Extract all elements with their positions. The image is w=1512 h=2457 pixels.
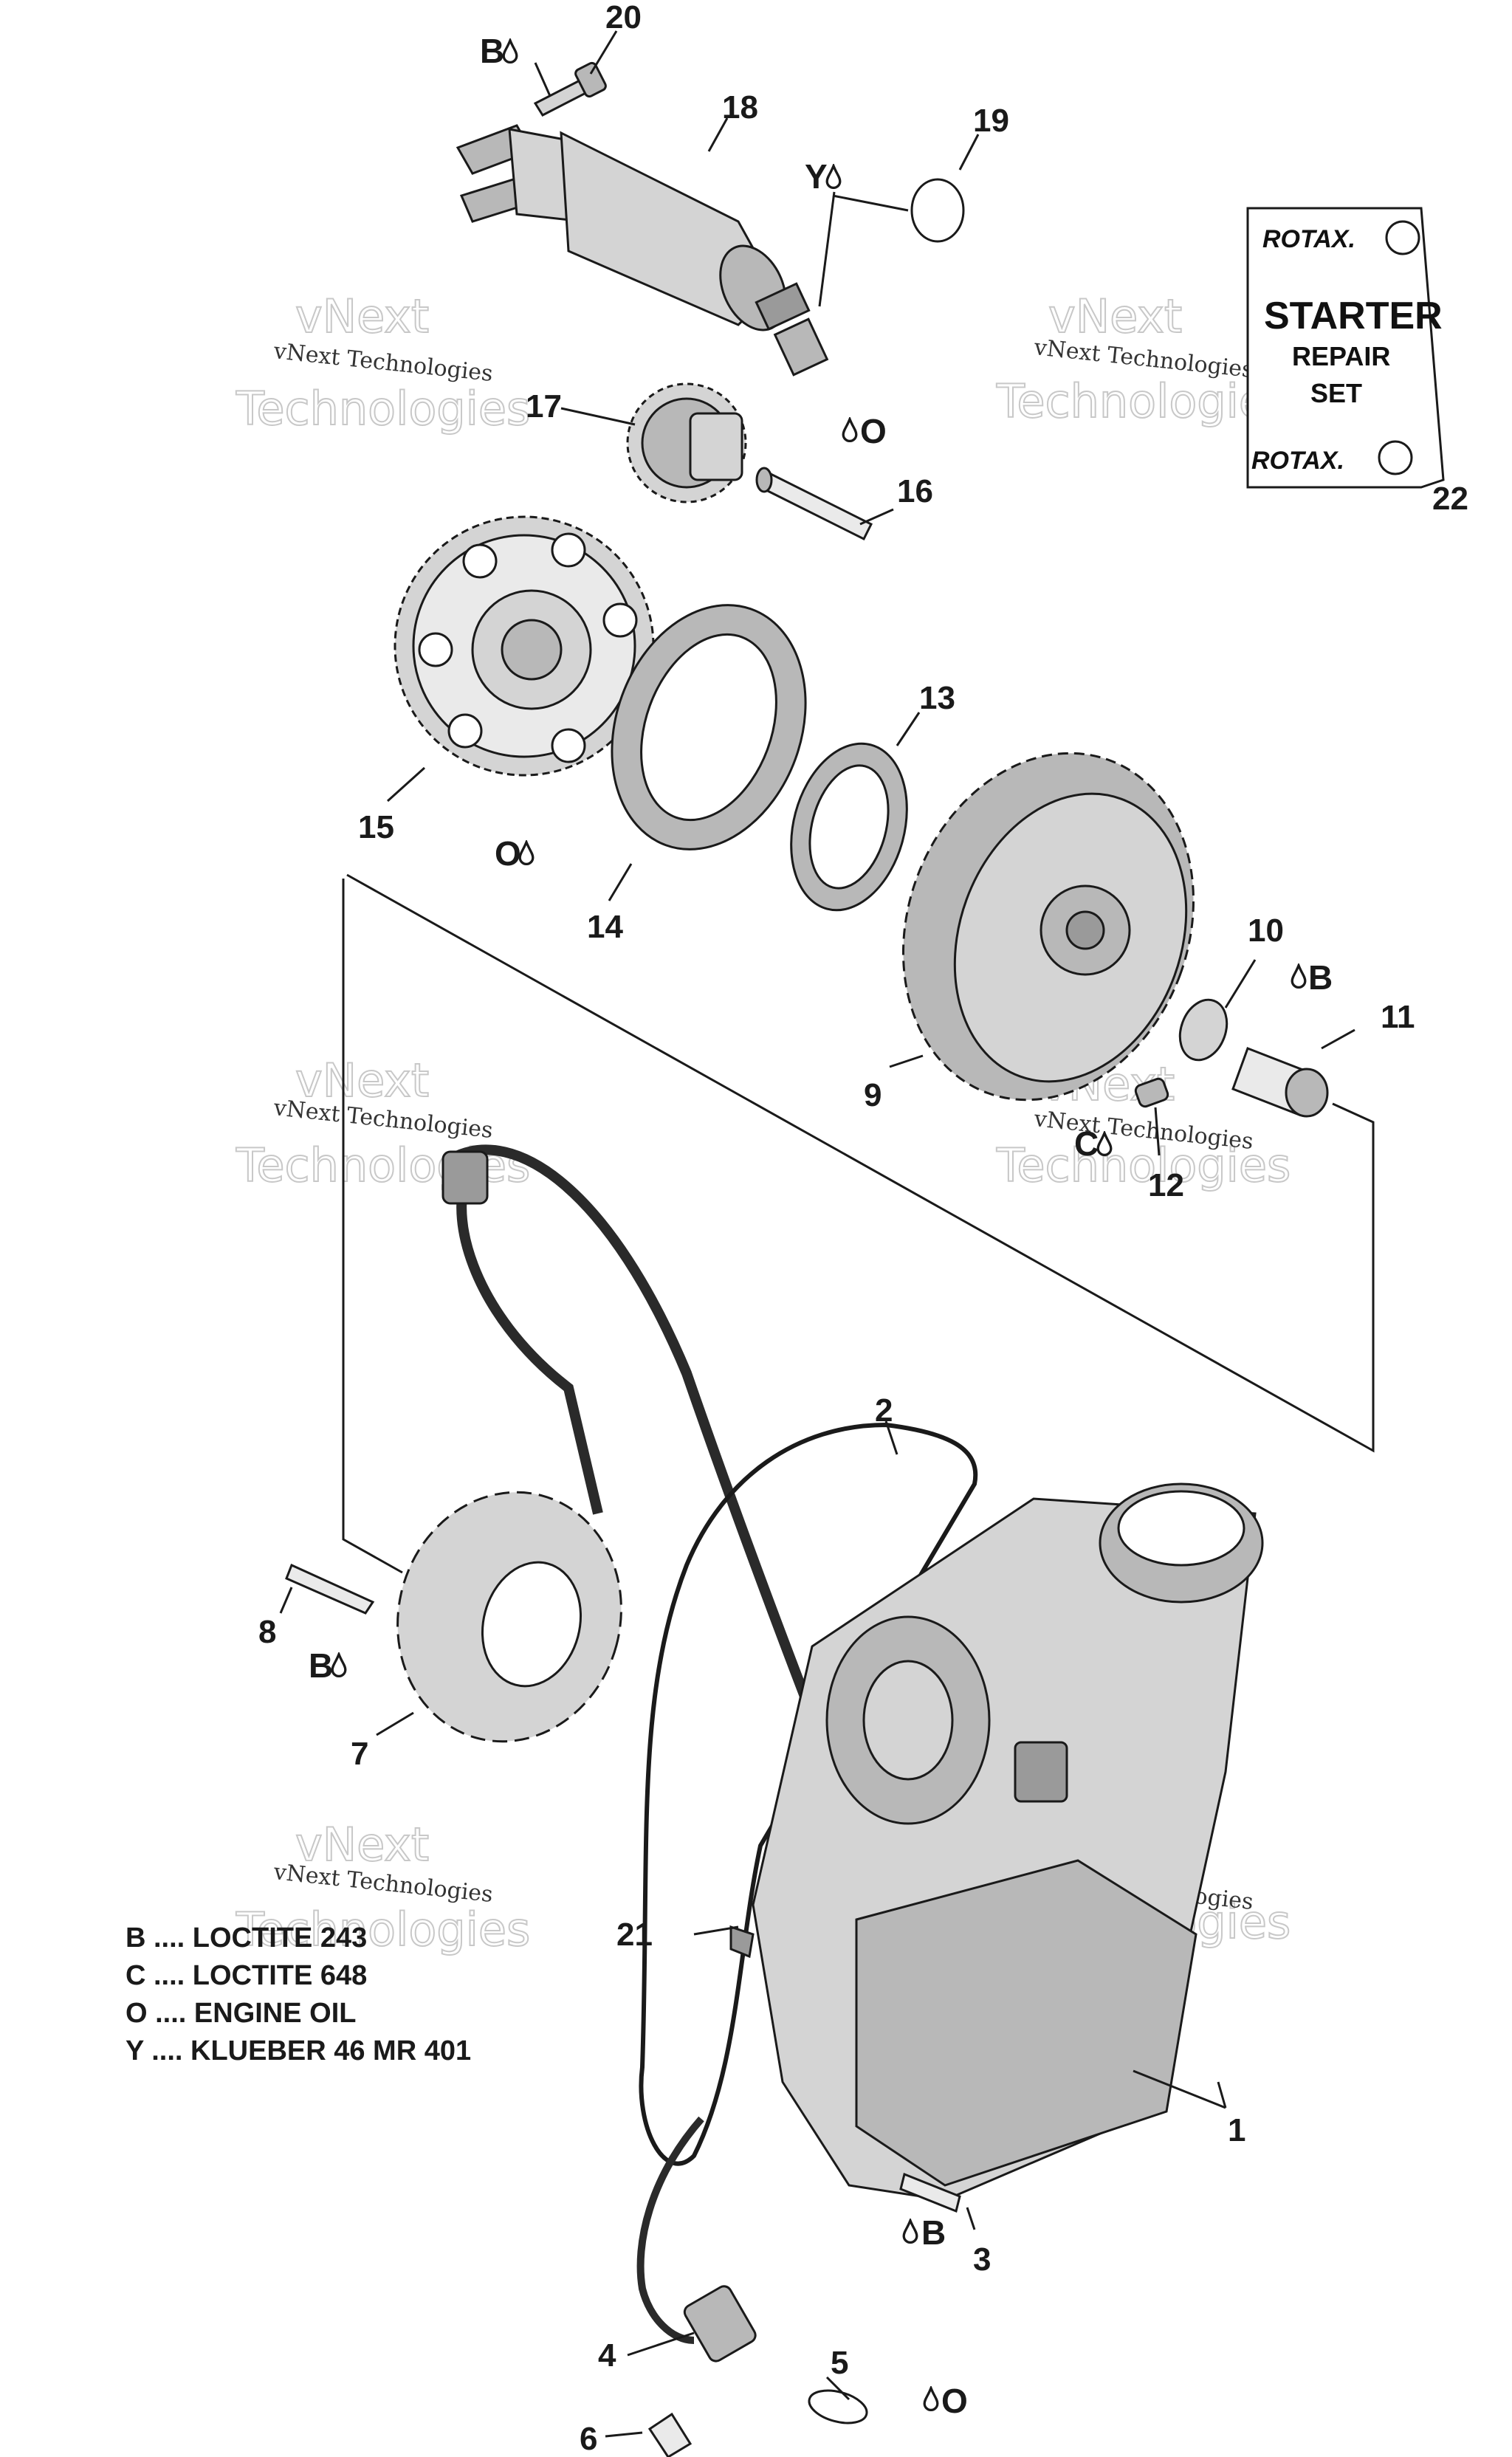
part-rotor-9	[901, 752, 1195, 1102]
callout-4: 4	[598, 2337, 616, 2374]
brp-logo-icon	[1378, 440, 1413, 475]
assembly-outline	[342, 879, 403, 1574]
callout-18: 18	[722, 89, 758, 126]
part-bolt-8	[285, 1563, 375, 1615]
connector-icon	[441, 1150, 489, 1205]
part-bolt-3	[899, 2172, 961, 2213]
watermark: vNext Technologies vNext Technologies	[235, 289, 531, 436]
drop-icon	[825, 164, 842, 189]
legend-item: B .... LOCTITE 243	[126, 1922, 367, 1953]
svg-text:C: C	[1074, 1124, 1099, 1163]
code-o-oring-5: O	[923, 2382, 968, 2420]
drop-icon	[518, 840, 535, 865]
watermark: vNext Technologies vNext Technologies	[235, 1817, 531, 1957]
part-magneto-cover-1	[752, 1482, 1264, 2202]
svg-text:Technologies: Technologies	[236, 382, 530, 436]
code-b-screw-11: B	[1291, 958, 1333, 997]
code-y-starter: Y	[805, 157, 842, 196]
brp-logo-icon	[1385, 220, 1420, 255]
callout-20: 20	[605, 0, 642, 35]
callout-16: 16	[897, 473, 933, 509]
drop-icon	[502, 39, 518, 63]
svg-text:B: B	[1308, 958, 1333, 997]
callout-8: 8	[258, 1614, 276, 1650]
drop-icon	[331, 1652, 347, 1677]
code-b-bolt-8: B	[309, 1646, 347, 1685]
part-dowel-12	[1134, 1077, 1169, 1108]
part-intermediate-gear-17	[626, 382, 747, 504]
part-sprag-gear-15	[394, 515, 655, 777]
svg-text:O: O	[860, 412, 887, 450]
callout-13: 13	[919, 680, 955, 716]
part-starter-motor-18	[456, 124, 829, 377]
drop-icon	[1291, 963, 1307, 989]
part-sensor-4	[636, 2116, 757, 2362]
svg-text:Technologies: Technologies	[996, 374, 1291, 428]
callout-5: 5	[831, 2345, 848, 2381]
part-gasket-2	[639, 1422, 978, 2166]
callout-2: 2	[875, 1392, 893, 1429]
svg-text:B: B	[921, 2213, 946, 2252]
svg-text:Technologies: Technologies	[996, 1138, 1291, 1192]
callout-1: 1	[1228, 2112, 1245, 2148]
legend-item: O .... ENGINE OIL	[126, 1998, 356, 2029]
svg-text:vNext: vNext	[295, 1818, 429, 1872]
part-bolt-20	[533, 61, 607, 117]
svg-text:B: B	[309, 1646, 333, 1685]
kit-title: STARTER	[1264, 295, 1443, 337]
svg-text:O: O	[495, 834, 521, 873]
svg-text:vNext: vNext	[1048, 289, 1182, 343]
svg-text:vNext Technologies: vNext Technologies	[272, 338, 494, 387]
callout-10: 10	[1248, 913, 1284, 949]
callout-14: 14	[587, 909, 623, 945]
drop-icon	[923, 2386, 939, 2411]
part-clip-21	[729, 1925, 755, 1959]
leader-lines	[279, 30, 1355, 2438]
svg-text:Technologies: Technologies	[236, 1903, 530, 1956]
callout-17: 17	[526, 388, 562, 425]
svg-text:O: O	[941, 2382, 968, 2420]
watermark: vNext Technologies vNext Technologies	[995, 289, 1291, 429]
code-o-shaft: O	[842, 412, 887, 450]
callout-19: 19	[973, 103, 1009, 139]
drop-icon	[842, 418, 858, 442]
part-washer-10	[1178, 998, 1228, 1062]
kit-line2: REPAIR	[1292, 341, 1390, 371]
part-screw-11	[1231, 1047, 1329, 1118]
callout-22: 22	[1432, 481, 1468, 517]
kit-brand-bottom: ROTAX.	[1251, 447, 1344, 475]
svg-text:Y: Y	[805, 157, 828, 196]
kit-brand-top: ROTAX.	[1262, 225, 1355, 253]
part-screw-6	[647, 2412, 693, 2457]
callout-21: 21	[616, 1917, 653, 1953]
part-sprag-clutch-14	[611, 604, 807, 850]
kit-line3: SET	[1310, 378, 1362, 408]
part-stator-7	[396, 1491, 622, 1743]
part-oring-19	[910, 178, 965, 243]
code-o-sprag-gear: O	[495, 834, 535, 873]
part-starter-repair-set-22: ROTAX. STARTER REPAIR SET ROTAX.	[1246, 207, 1445, 489]
code-b-bolt-20: B	[480, 32, 518, 70]
part-bearing-13	[790, 742, 908, 912]
code-c-dowel: C	[1074, 1124, 1113, 1163]
legend: B .... LOCTITE 243 C .... LOCTITE 648 O …	[126, 1922, 471, 2066]
callout-7: 7	[351, 1736, 368, 1772]
callout-9: 9	[864, 1077, 882, 1113]
legend-item: C .... LOCTITE 648	[126, 1960, 367, 1991]
svg-text:vNext: vNext	[295, 289, 429, 343]
part-oring-5	[808, 2389, 868, 2425]
callout-3: 3	[973, 2241, 991, 2278]
svg-text:B: B	[480, 32, 504, 70]
legend-item: Y .... KLUEBER 46 MR 401	[126, 2035, 471, 2066]
callout-12: 12	[1148, 1167, 1184, 1203]
callout-15: 15	[358, 809, 394, 845]
callout-11: 11	[1381, 999, 1415, 1035]
part-shaft-16	[755, 467, 873, 541]
code-b-bolt-3: B	[902, 2213, 946, 2252]
svg-text:vNext: vNext	[295, 1054, 429, 1107]
callout-6: 6	[580, 2421, 597, 2457]
assembly-outline	[346, 873, 1375, 1453]
drop-icon	[902, 2219, 918, 2244]
